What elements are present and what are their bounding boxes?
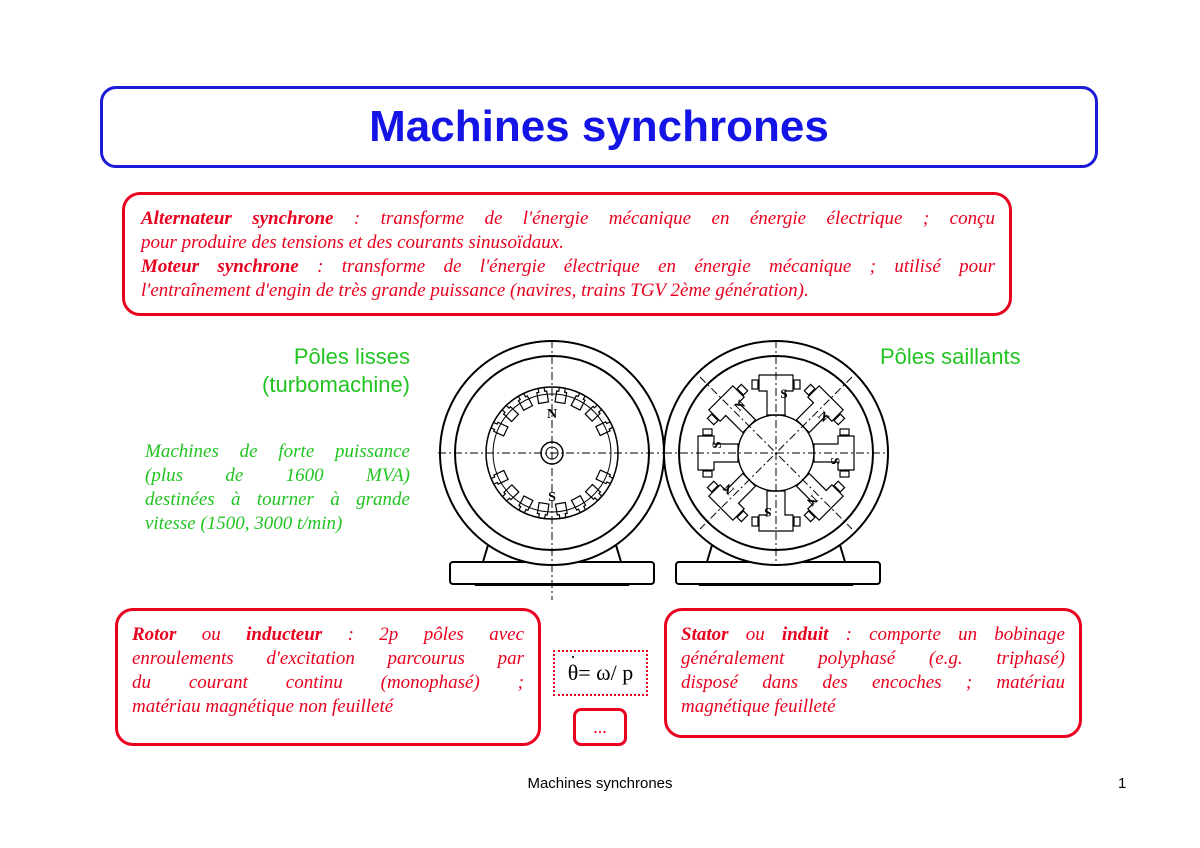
armature-term: induit	[781, 624, 829, 645]
salient-pole-letter: S	[780, 386, 787, 401]
salient-pole	[795, 472, 846, 523]
rotor-slots	[490, 386, 614, 520]
motor-line-1: Moteur synchrone : transforme de l'énerg…	[141, 256, 996, 277]
rotor-slot	[570, 392, 586, 411]
salient-pole	[706, 472, 757, 523]
left-north-label: N	[547, 407, 557, 422]
right-diagonal-axis-2	[699, 376, 853, 530]
more-button[interactable]: ...	[573, 708, 627, 746]
salient-pole-letter: S	[709, 441, 724, 448]
alternator-line-2: pour produire des tensions et des couran…	[141, 232, 564, 253]
rotor-slot	[490, 421, 509, 437]
smooth-poles-label: Pôles lisses (turbomachine)	[262, 344, 410, 397]
rotor-slot	[584, 404, 603, 423]
left-south-label: S	[548, 490, 556, 505]
page-number: 1	[1118, 775, 1127, 792]
footer-title: Machines synchrones	[527, 775, 673, 792]
salient-pole-letter: S	[764, 505, 771, 520]
alternator-term: Alternateur synchrone	[141, 208, 334, 229]
motor-line-2: l'entraînement d'engin de très grande pu…	[141, 280, 809, 301]
rotor-slot	[554, 386, 568, 405]
rotor-slot	[554, 501, 568, 520]
rotor-slot	[517, 392, 534, 412]
rotor-definition-box: Rotor ou inducteur : 2p pôles avec enrou…	[115, 608, 541, 746]
rotor-slot	[518, 495, 534, 514]
rotor-slot	[584, 483, 603, 502]
smooth-pole-machine	[438, 340, 666, 600]
high-power-description: Machines de forte puissance (plus de 160…	[145, 441, 410, 534]
stator-term: Stator	[681, 624, 729, 645]
salient-poles-label: Pôles saillants	[880, 344, 1021, 369]
rotor-slot	[595, 420, 614, 437]
salient-pole-machine	[663, 340, 889, 586]
alternator-line-1: Alternateur synchrone : transforme de l'…	[141, 208, 995, 229]
salient-pole	[813, 428, 855, 478]
stator-definition-box: Stator ou induit : comporte un bobinage …	[664, 608, 1082, 738]
rotor-slot	[490, 469, 509, 486]
motor-term: Moteur synchrone	[141, 256, 299, 277]
angular-speed-formula: · θ = ω/ p	[553, 647, 648, 696]
title-box: Machines synchrones	[100, 86, 1098, 168]
rotor-slot	[501, 483, 520, 502]
rotor-slot	[536, 501, 550, 520]
page-title: Machines synchrones	[369, 102, 829, 151]
rotor-slot	[536, 386, 550, 405]
salient-pole	[795, 383, 846, 434]
intro-definitions-box: Alternateur synchrone : transforme de l'…	[122, 192, 1012, 316]
rotor-slot	[501, 404, 520, 423]
rotor-term: Rotor	[132, 624, 177, 645]
inductor-term: inducteur	[246, 624, 323, 645]
rotor-slot	[595, 469, 614, 485]
salient-pole-letter: S	[828, 457, 843, 464]
rotor-slot	[570, 494, 587, 514]
salient-pole	[706, 383, 757, 434]
